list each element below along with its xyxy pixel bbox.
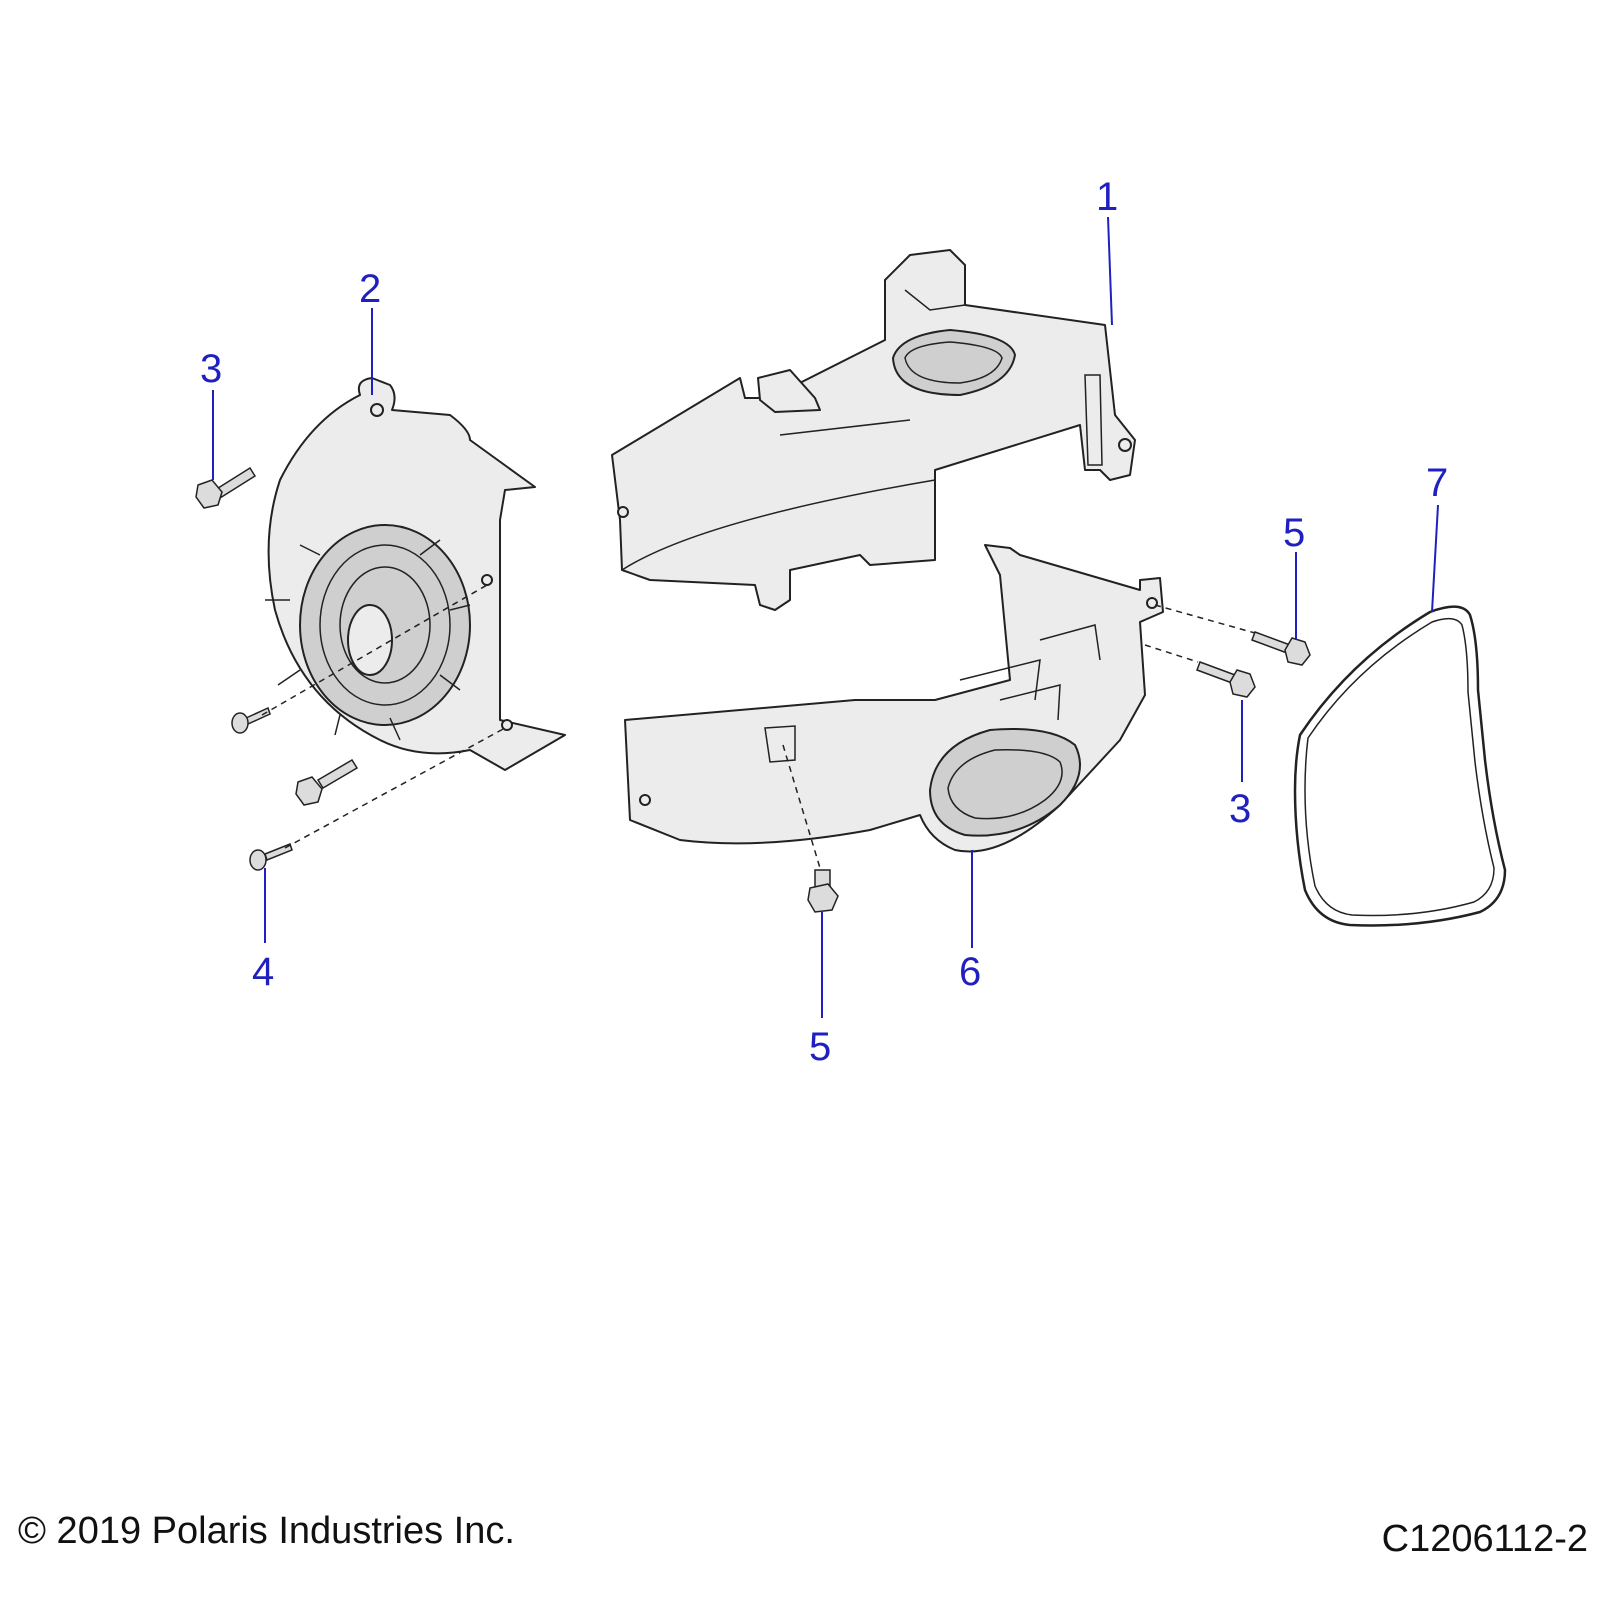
figure-id: C1206112-2 bbox=[1381, 1518, 1588, 1560]
lower-housing-part bbox=[624, 544, 1164, 853]
bolt-icon bbox=[295, 758, 359, 806]
callout-3-right: 3 bbox=[1229, 787, 1251, 831]
copyright-notice: © 2019 Polaris Industries Inc. bbox=[18, 1510, 515, 1552]
gasket-part bbox=[1293, 605, 1507, 927]
leader-lines bbox=[212, 216, 1439, 1018]
upper-housing-part bbox=[611, 249, 1136, 611]
screw-icon bbox=[231, 706, 271, 734]
callout-5-bottom: 5 bbox=[809, 1025, 831, 1069]
bolt-icon bbox=[195, 466, 257, 509]
callout-6: 6 bbox=[959, 950, 981, 994]
assembly-lines bbox=[261, 584, 1256, 869]
bolt-icon bbox=[807, 869, 839, 913]
callout-4: 4 bbox=[252, 950, 274, 994]
bolt-icon bbox=[1251, 631, 1311, 666]
callout-1: 1 bbox=[1096, 175, 1118, 219]
fastener-bolts bbox=[195, 466, 1311, 913]
callout-3-left: 3 bbox=[200, 347, 222, 391]
callout-5-right: 5 bbox=[1283, 511, 1305, 555]
bolt-icon bbox=[1196, 661, 1256, 698]
callout-7: 7 bbox=[1426, 461, 1448, 505]
callout-2: 2 bbox=[359, 267, 381, 311]
fan-shroud-part bbox=[265, 377, 566, 771]
